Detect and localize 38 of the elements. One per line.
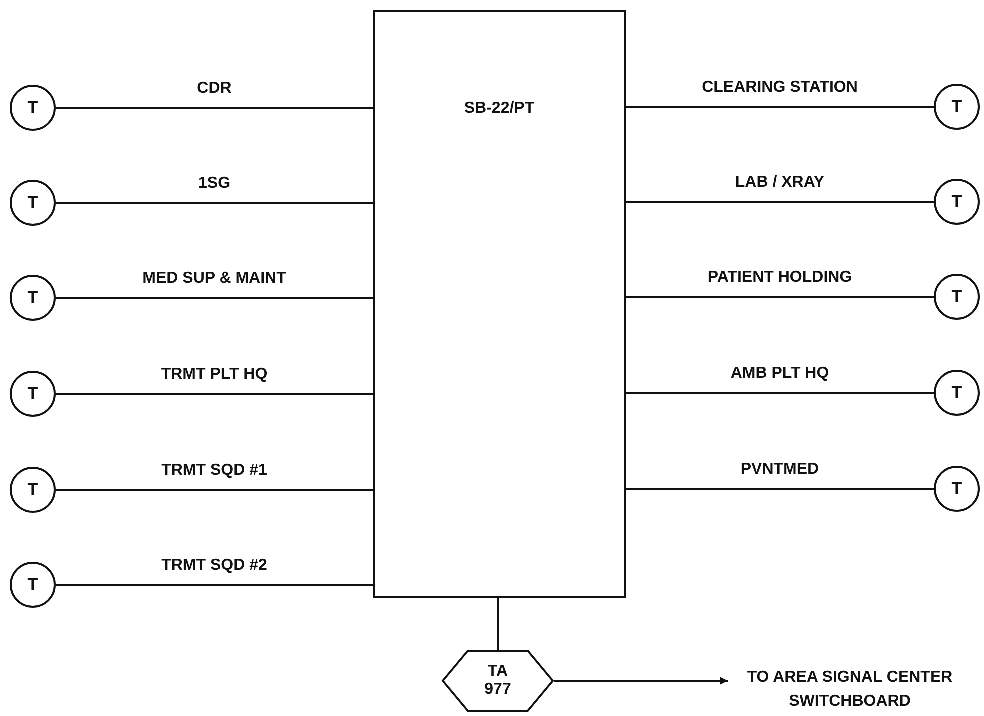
connector-line [56, 489, 373, 491]
connector-line [626, 201, 934, 203]
connector-line [56, 393, 373, 395]
destination-text: TO AREA SIGNAL CENTER SWITCHBOARD [730, 666, 970, 714]
telephone-circle: T [10, 371, 56, 417]
connector-line [56, 107, 373, 109]
edge-label: PVNTMED [740, 461, 820, 479]
edge-label: MED SUP & MAINT [142, 270, 286, 288]
telephone-circle: T [934, 179, 980, 225]
edge-label: TRMT PLT HQ [161, 366, 268, 384]
telephone-circle: T [10, 467, 56, 513]
connector-line [626, 106, 934, 108]
connector-line [626, 296, 934, 298]
connector-line [497, 598, 499, 650]
edge-label: PATIENT HOLDING [708, 269, 852, 287]
edge-label: TRMT SQD #1 [162, 462, 268, 480]
edge-label: CLEARING STATION [702, 79, 858, 97]
telephone-circle: T [10, 180, 56, 226]
edge-label: CDR [197, 80, 232, 98]
telephone-circle: T [10, 275, 56, 321]
edge-label: 1SG [198, 175, 230, 193]
connector-line [626, 488, 934, 490]
edge-label: LAB / XRAY [735, 174, 825, 192]
telephone-circle: T [934, 370, 980, 416]
telephone-circle: T [934, 274, 980, 320]
connector-line [626, 392, 934, 394]
arrow [554, 677, 728, 685]
edge-label: TRMT SQD #2 [162, 557, 268, 575]
telephone-circle: T [934, 84, 980, 130]
switchboard-box: SB-22/PT [373, 10, 626, 598]
telephone-circle: T [10, 562, 56, 608]
telephone-circle: T [10, 85, 56, 131]
connector-line [56, 202, 373, 204]
terminal-hexagon: TA 977 [442, 650, 554, 712]
telephone-circle: T [934, 466, 980, 512]
edge-label: AMB PLT HQ [730, 365, 830, 383]
connector-line [56, 297, 373, 299]
connector-line [56, 584, 373, 586]
